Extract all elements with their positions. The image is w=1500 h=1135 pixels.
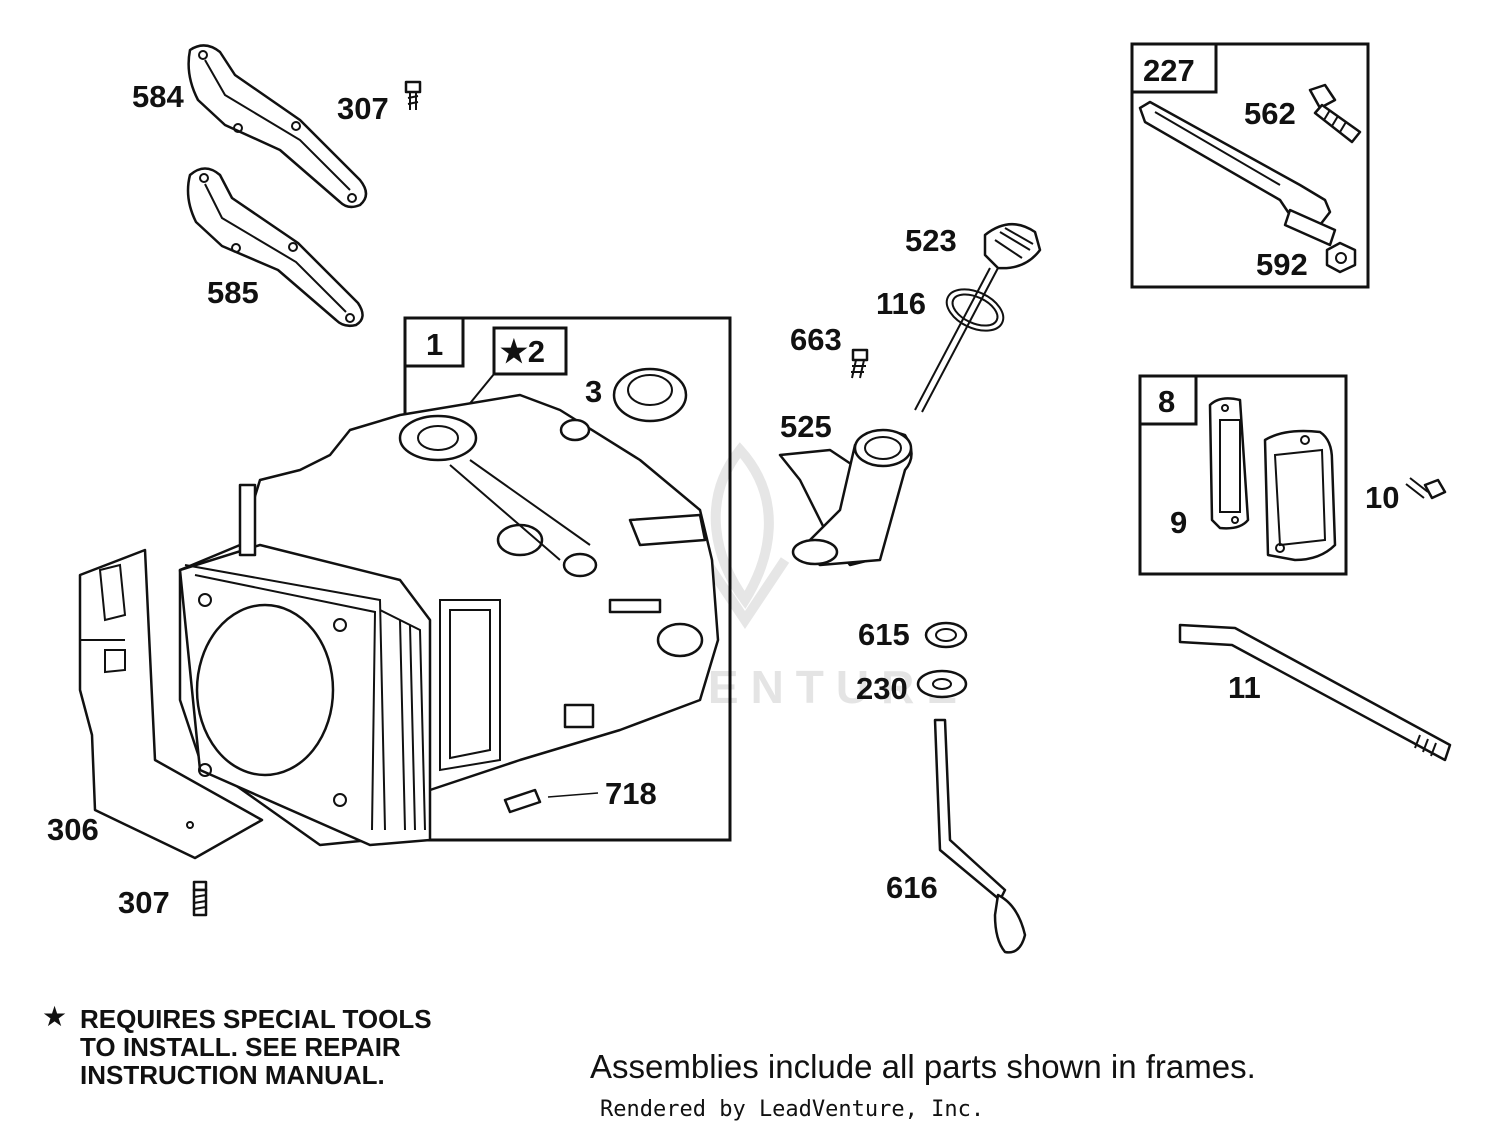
oil-fill-cap-523-icon bbox=[914, 223, 1042, 413]
label-230: 230 bbox=[856, 671, 908, 706]
dowel-pin-718-icon bbox=[503, 788, 599, 814]
dipstick-tube-525-icon bbox=[778, 428, 913, 567]
label-718: 718 bbox=[605, 776, 657, 811]
gasket-585-icon bbox=[186, 167, 364, 328]
label-306: 306 bbox=[47, 812, 99, 847]
o-ring-116-icon bbox=[945, 288, 1005, 332]
label-116: 116 bbox=[876, 286, 926, 321]
governor-lever-bracket-icon bbox=[1138, 100, 1337, 247]
assembly-frame-227 bbox=[1130, 42, 1370, 289]
label-663: 663 bbox=[790, 322, 842, 357]
label-592: 592 bbox=[1256, 247, 1308, 282]
label-9: 9 bbox=[1170, 505, 1187, 540]
assembly-frame-8 bbox=[1138, 374, 1348, 576]
label-frame-1: 1 bbox=[426, 327, 443, 362]
label-525: 525 bbox=[780, 409, 832, 444]
dipstick-616-icon bbox=[933, 718, 1027, 954]
tube-11-icon bbox=[1178, 623, 1452, 762]
oil-seal-3-icon bbox=[612, 367, 688, 423]
frame-tag-1 bbox=[403, 316, 465, 368]
frame-tag-8 bbox=[1138, 374, 1198, 426]
label-616: 616 bbox=[886, 870, 938, 905]
gasket-584-icon bbox=[187, 44, 368, 209]
frame-tag-227 bbox=[1130, 42, 1218, 94]
label-562: 562 bbox=[1244, 96, 1296, 131]
washer-230-icon bbox=[916, 669, 968, 699]
label-3: 3 bbox=[585, 374, 602, 409]
label-585: 585 bbox=[207, 275, 259, 310]
label-615: 615 bbox=[858, 617, 910, 652]
air-guide-306-icon bbox=[78, 548, 264, 860]
bolt-562-icon bbox=[1308, 83, 1362, 144]
label-523: 523 bbox=[905, 223, 957, 258]
special-tools-note: REQUIRES SPECIAL TOOLS TO INSTALL. SEE R… bbox=[80, 1005, 432, 1089]
label-307-bottom: 307 bbox=[118, 885, 170, 920]
note-line-3: INSTRUCTION MANUAL. bbox=[80, 1060, 385, 1090]
label-frame-8: 8 bbox=[1158, 384, 1175, 419]
note-line-1: REQUIRES SPECIAL TOOLS bbox=[80, 1004, 432, 1034]
label-frame-2: ★2 bbox=[500, 334, 545, 369]
render-credit: Rendered by LeadVenture, Inc. bbox=[600, 1097, 985, 1122]
frame-tag-2 bbox=[492, 326, 568, 376]
star-icon: ★ bbox=[42, 1000, 68, 1033]
gasket-9-icon bbox=[1208, 397, 1250, 530]
screw-307-bottom-icon bbox=[192, 880, 208, 917]
screw-663-icon bbox=[851, 348, 869, 379]
assemblies-caption: Assemblies include all parts shown in fr… bbox=[590, 1048, 1256, 1085]
nut-592-icon bbox=[1325, 241, 1357, 274]
label-307-top: 307 bbox=[337, 91, 389, 126]
screw-10-icon bbox=[1405, 477, 1447, 500]
seal-615-icon bbox=[924, 621, 968, 649]
label-frame-227: 227 bbox=[1143, 53, 1195, 88]
watermark-logo-icon bbox=[700, 442, 790, 630]
breather-cover-icon bbox=[1263, 429, 1337, 562]
label-584: 584 bbox=[132, 79, 184, 114]
label-10: 10 bbox=[1365, 480, 1399, 515]
screw-307-top-icon bbox=[404, 80, 422, 110]
cylinder-block-icon bbox=[178, 393, 720, 847]
label-11: 11 bbox=[1228, 670, 1261, 705]
note-line-2: TO INSTALL. SEE REPAIR bbox=[80, 1032, 401, 1062]
